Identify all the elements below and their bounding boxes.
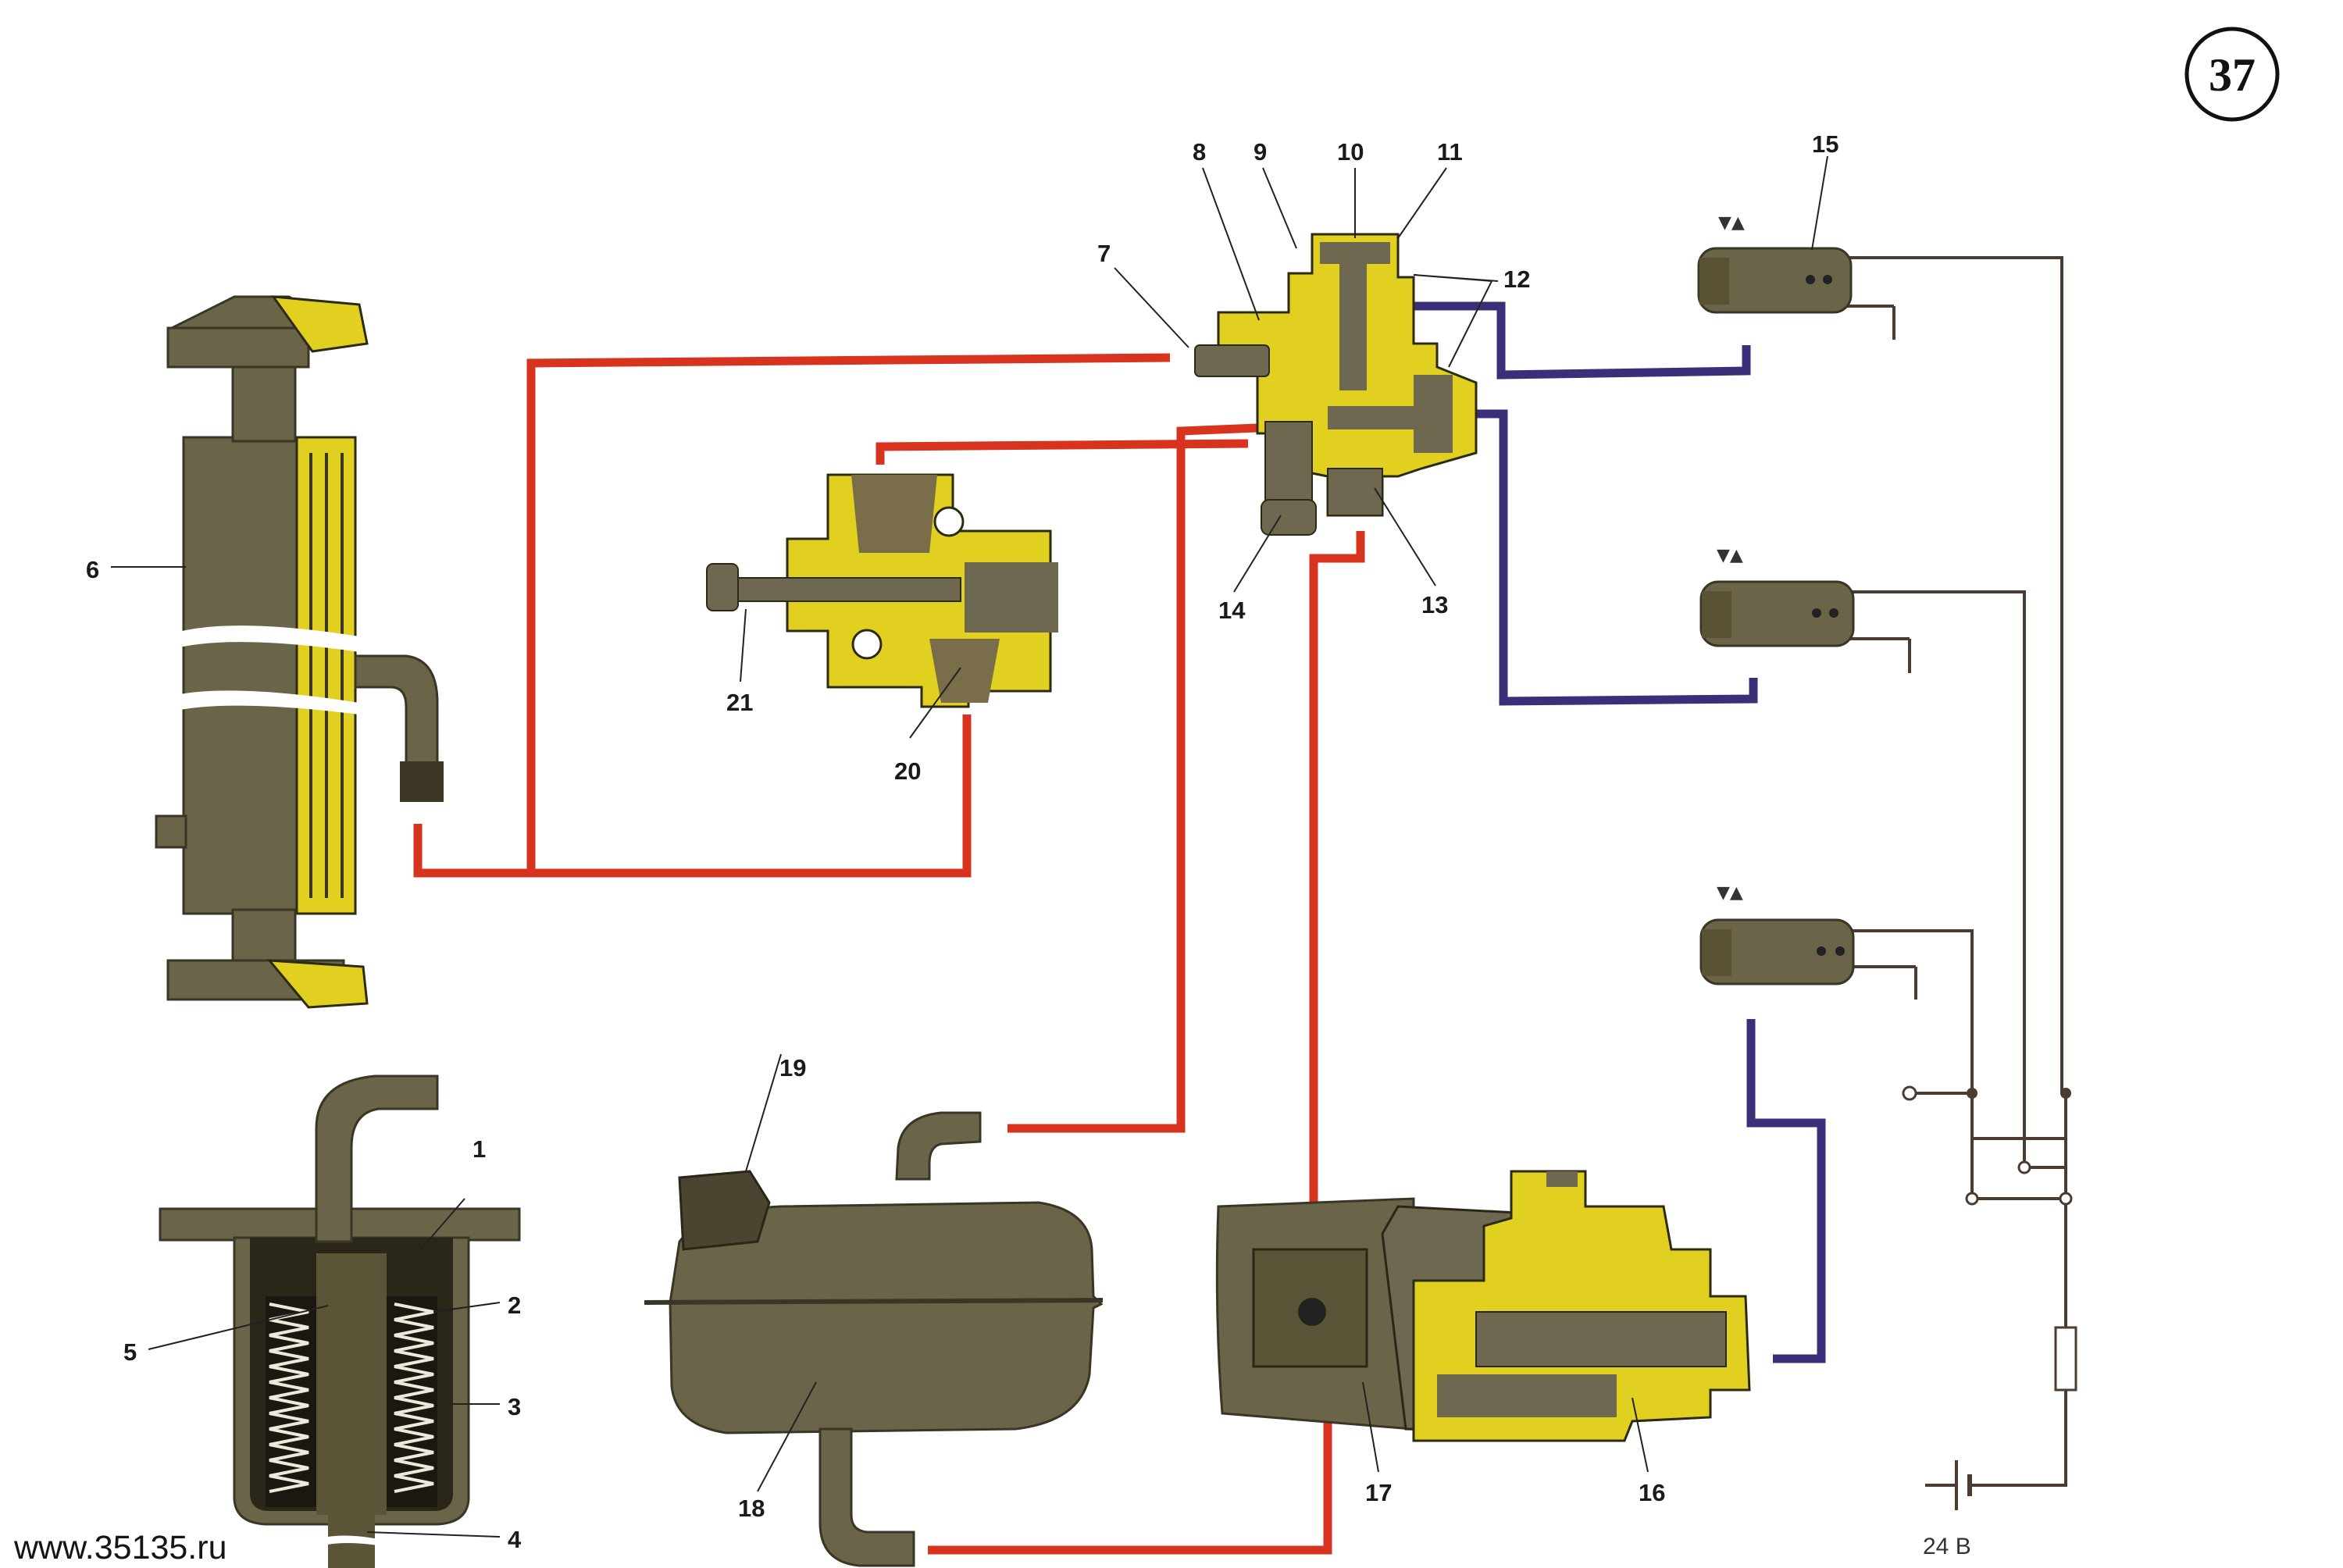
callout-9: 9 <box>1254 138 1267 166</box>
callout-14: 14 <box>1218 597 1246 624</box>
callout-17: 17 <box>1365 1479 1392 1506</box>
control-valve <box>706 473 1058 708</box>
hydraulic-pump <box>1215 1170 1751 1442</box>
callout-1: 1 <box>473 1135 486 1163</box>
callout-6: 6 <box>86 556 99 583</box>
callout-3: 3 <box>508 1393 521 1420</box>
callout-8: 8 <box>1193 138 1206 166</box>
lamp-icon <box>1902 1085 1917 1101</box>
oil-filter <box>159 1074 521 1568</box>
callout-5: 5 <box>123 1338 137 1366</box>
callout-13: 13 <box>1421 591 1448 618</box>
pressure-line-to-valve <box>531 715 972 878</box>
callout-21: 21 <box>726 689 753 716</box>
voltage-label: 24 В <box>1923 1534 1971 1559</box>
callout-15: 15 <box>1812 130 1838 158</box>
oil-tank <box>644 1111 1104 1567</box>
callout-12: 12 <box>1503 265 1530 293</box>
control-line-3 <box>1746 1019 1826 1363</box>
control-line-2 <box>1460 409 1758 706</box>
solenoid-valve-2: ▼▲ <box>1699 546 1855 647</box>
switch-contact-icon <box>1965 1192 1979 1206</box>
website-url: www.35135.ru <box>14 1529 227 1566</box>
callout-16: 16 <box>1639 1479 1665 1506</box>
solenoid-valve-3: ▼▲ <box>1699 883 1855 985</box>
hydraulic-cylinder <box>155 295 444 1009</box>
callout-labels: 1 2 3 4 5 6 7 8 9 10 11 12 13 14 15 16 1… <box>86 130 1838 1553</box>
wire-solenoid-2 <box>1849 590 2026 1167</box>
callout-20: 20 <box>894 757 921 785</box>
svg-text:▼▲: ▼▲ <box>1718 213 1745 233</box>
wire-solenoid-3 <box>1849 929 1974 1093</box>
control-lines <box>1414 301 1826 1363</box>
pressure-line-pump-to-distributor <box>1309 531 1365 1218</box>
wire-solenoid-1 <box>1847 256 2063 1093</box>
page-number: 37 <box>2209 49 2256 101</box>
solenoid-valve-1: ▼▲ <box>1697 213 1853 314</box>
callout-4: 4 <box>508 1526 522 1553</box>
callout-11: 11 <box>1437 138 1463 166</box>
electric-circuit: 24 В <box>1847 256 2077 1559</box>
return-line-tank <box>1007 423 1258 1133</box>
callout-18: 18 <box>738 1495 765 1522</box>
callout-10: 10 <box>1337 138 1364 166</box>
callout-19: 19 <box>779 1054 806 1082</box>
callout-2: 2 <box>508 1292 521 1319</box>
fuse-icon <box>2054 1326 2077 1392</box>
svg-text:▼▲: ▼▲ <box>1717 546 1743 565</box>
control-line-1 <box>1414 301 1751 380</box>
solenoid-valves: ▼▲ ▼▲ ▼▲ <box>1697 213 1855 985</box>
page-number-badge: 37 <box>2184 27 2280 122</box>
distributor-valve <box>1194 233 1478 536</box>
callout-7: 7 <box>1097 240 1111 267</box>
callout-leaders <box>111 155 1828 1538</box>
svg-text:▼▲: ▼▲ <box>1717 883 1743 903</box>
pressure-line-valve-to-distributor <box>876 439 1249 465</box>
